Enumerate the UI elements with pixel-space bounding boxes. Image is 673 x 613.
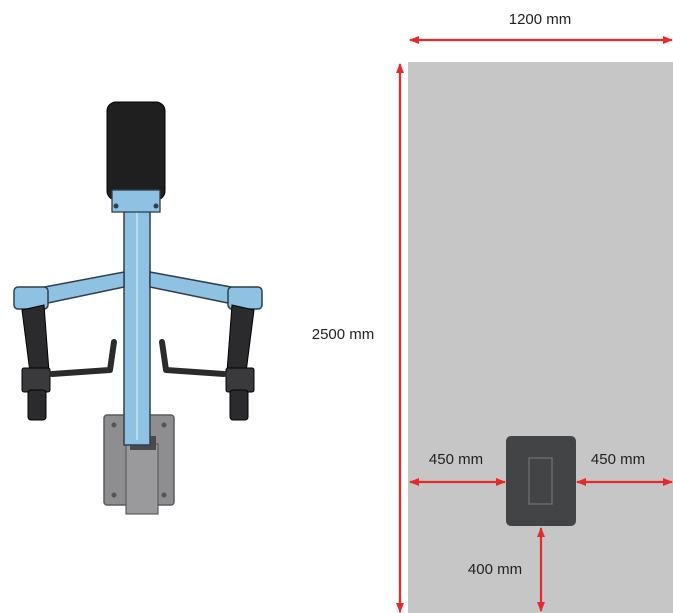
front-label: 400 mm — [468, 561, 522, 578]
machine-top-view — [13, 101, 263, 515]
machine-left-arm — [13, 286, 51, 421]
machine-handles — [49, 339, 227, 377]
machine-right-arm — [225, 286, 263, 421]
machine-base-plate — [103, 414, 175, 515]
side-right-label: 450 mm — [591, 451, 645, 468]
length-label: 2500 mm — [312, 326, 375, 343]
width-label: 1200 mm — [509, 11, 572, 28]
base-footprint — [506, 436, 576, 526]
side-left-label: 450 mm — [429, 451, 483, 468]
machine-seat — [106, 101, 166, 213]
